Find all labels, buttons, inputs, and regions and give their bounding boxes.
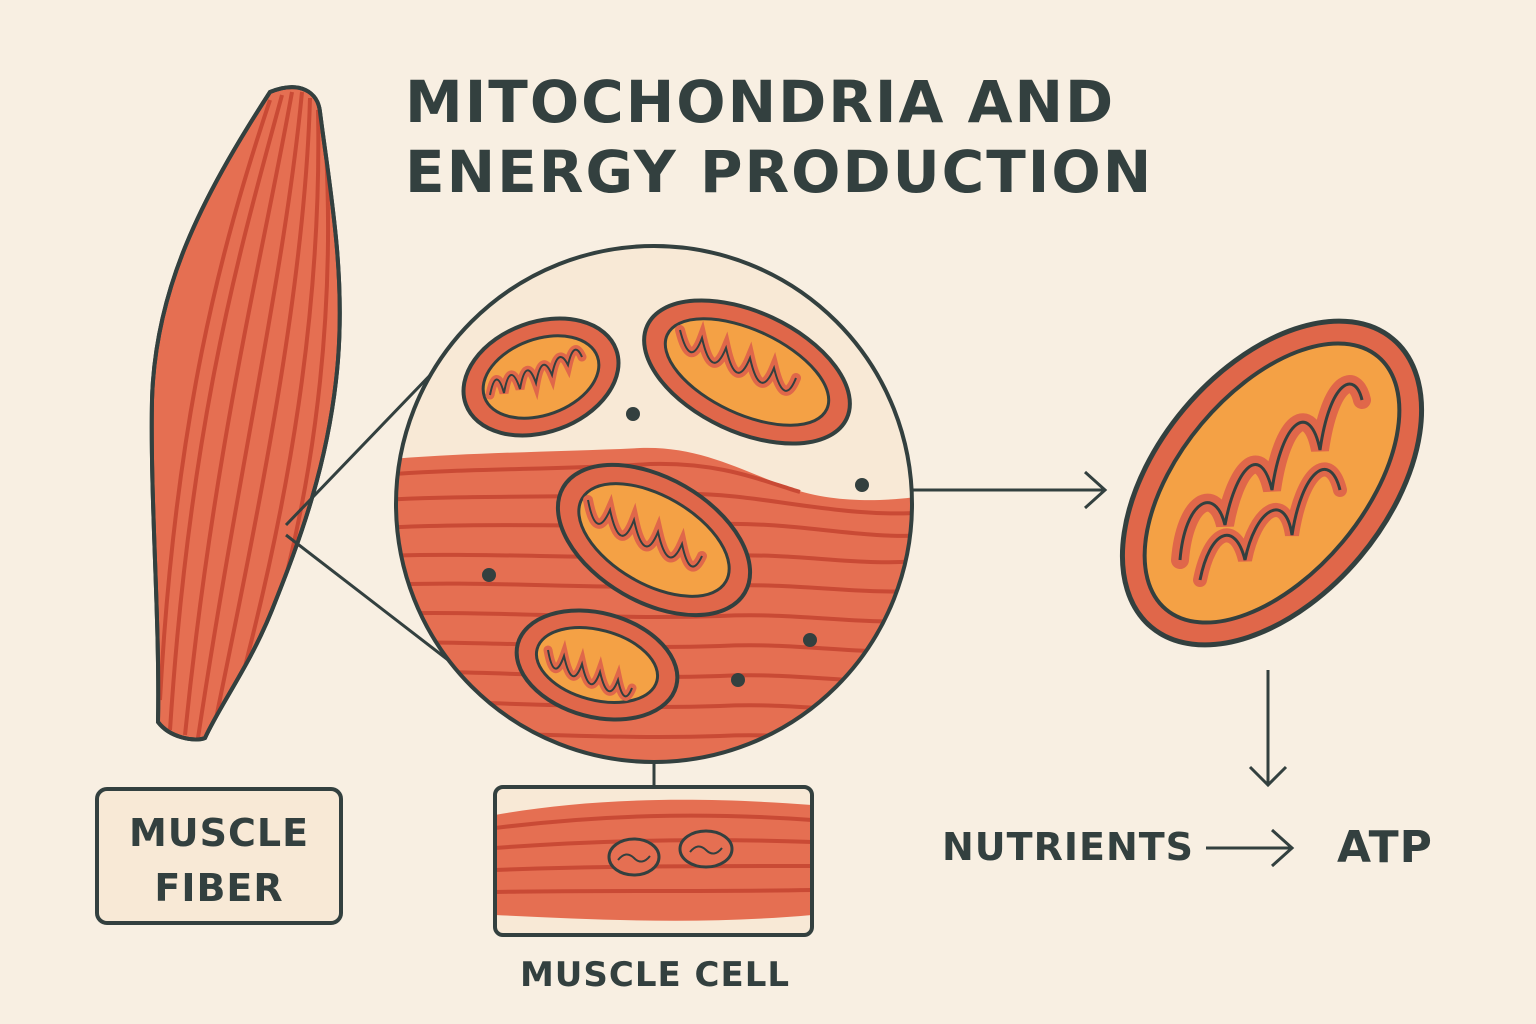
zoom-circle <box>394 244 914 764</box>
mitochondrion-top-right <box>642 298 852 446</box>
zoom-lines <box>284 366 453 665</box>
atp-label: ATP <box>1337 822 1433 873</box>
mitochondrion-top-left <box>461 316 621 438</box>
down-arrow <box>1248 670 1288 788</box>
title-line-1: MITOCHONDRIA AND <box>405 68 1116 136</box>
organelle-dots <box>482 407 869 687</box>
nutrients-label: NUTRIENTS <box>942 825 1195 869</box>
muscle-cell-label: MUSCLE CELL <box>519 955 791 995</box>
muscle-fiber-label-box <box>95 787 343 925</box>
muscle-fiber-label-line-2: FIBER <box>154 866 284 910</box>
mitochondrion-middle <box>555 462 753 618</box>
muscle-cell-illustration <box>493 785 814 937</box>
muscle-fiber-illustration <box>149 85 342 742</box>
mitochondrion-large <box>1119 318 1425 648</box>
zoom-arrow <box>912 470 1108 510</box>
mitochondrion-bottom <box>514 608 680 722</box>
muscle-fiber-label-line-1: MUSCLE <box>128 811 310 855</box>
title-line-2: ENERGY PRODUCTION <box>405 138 1154 206</box>
nutrients-to-atp-arrow <box>1206 828 1295 868</box>
cell-mitochondria <box>607 829 734 877</box>
